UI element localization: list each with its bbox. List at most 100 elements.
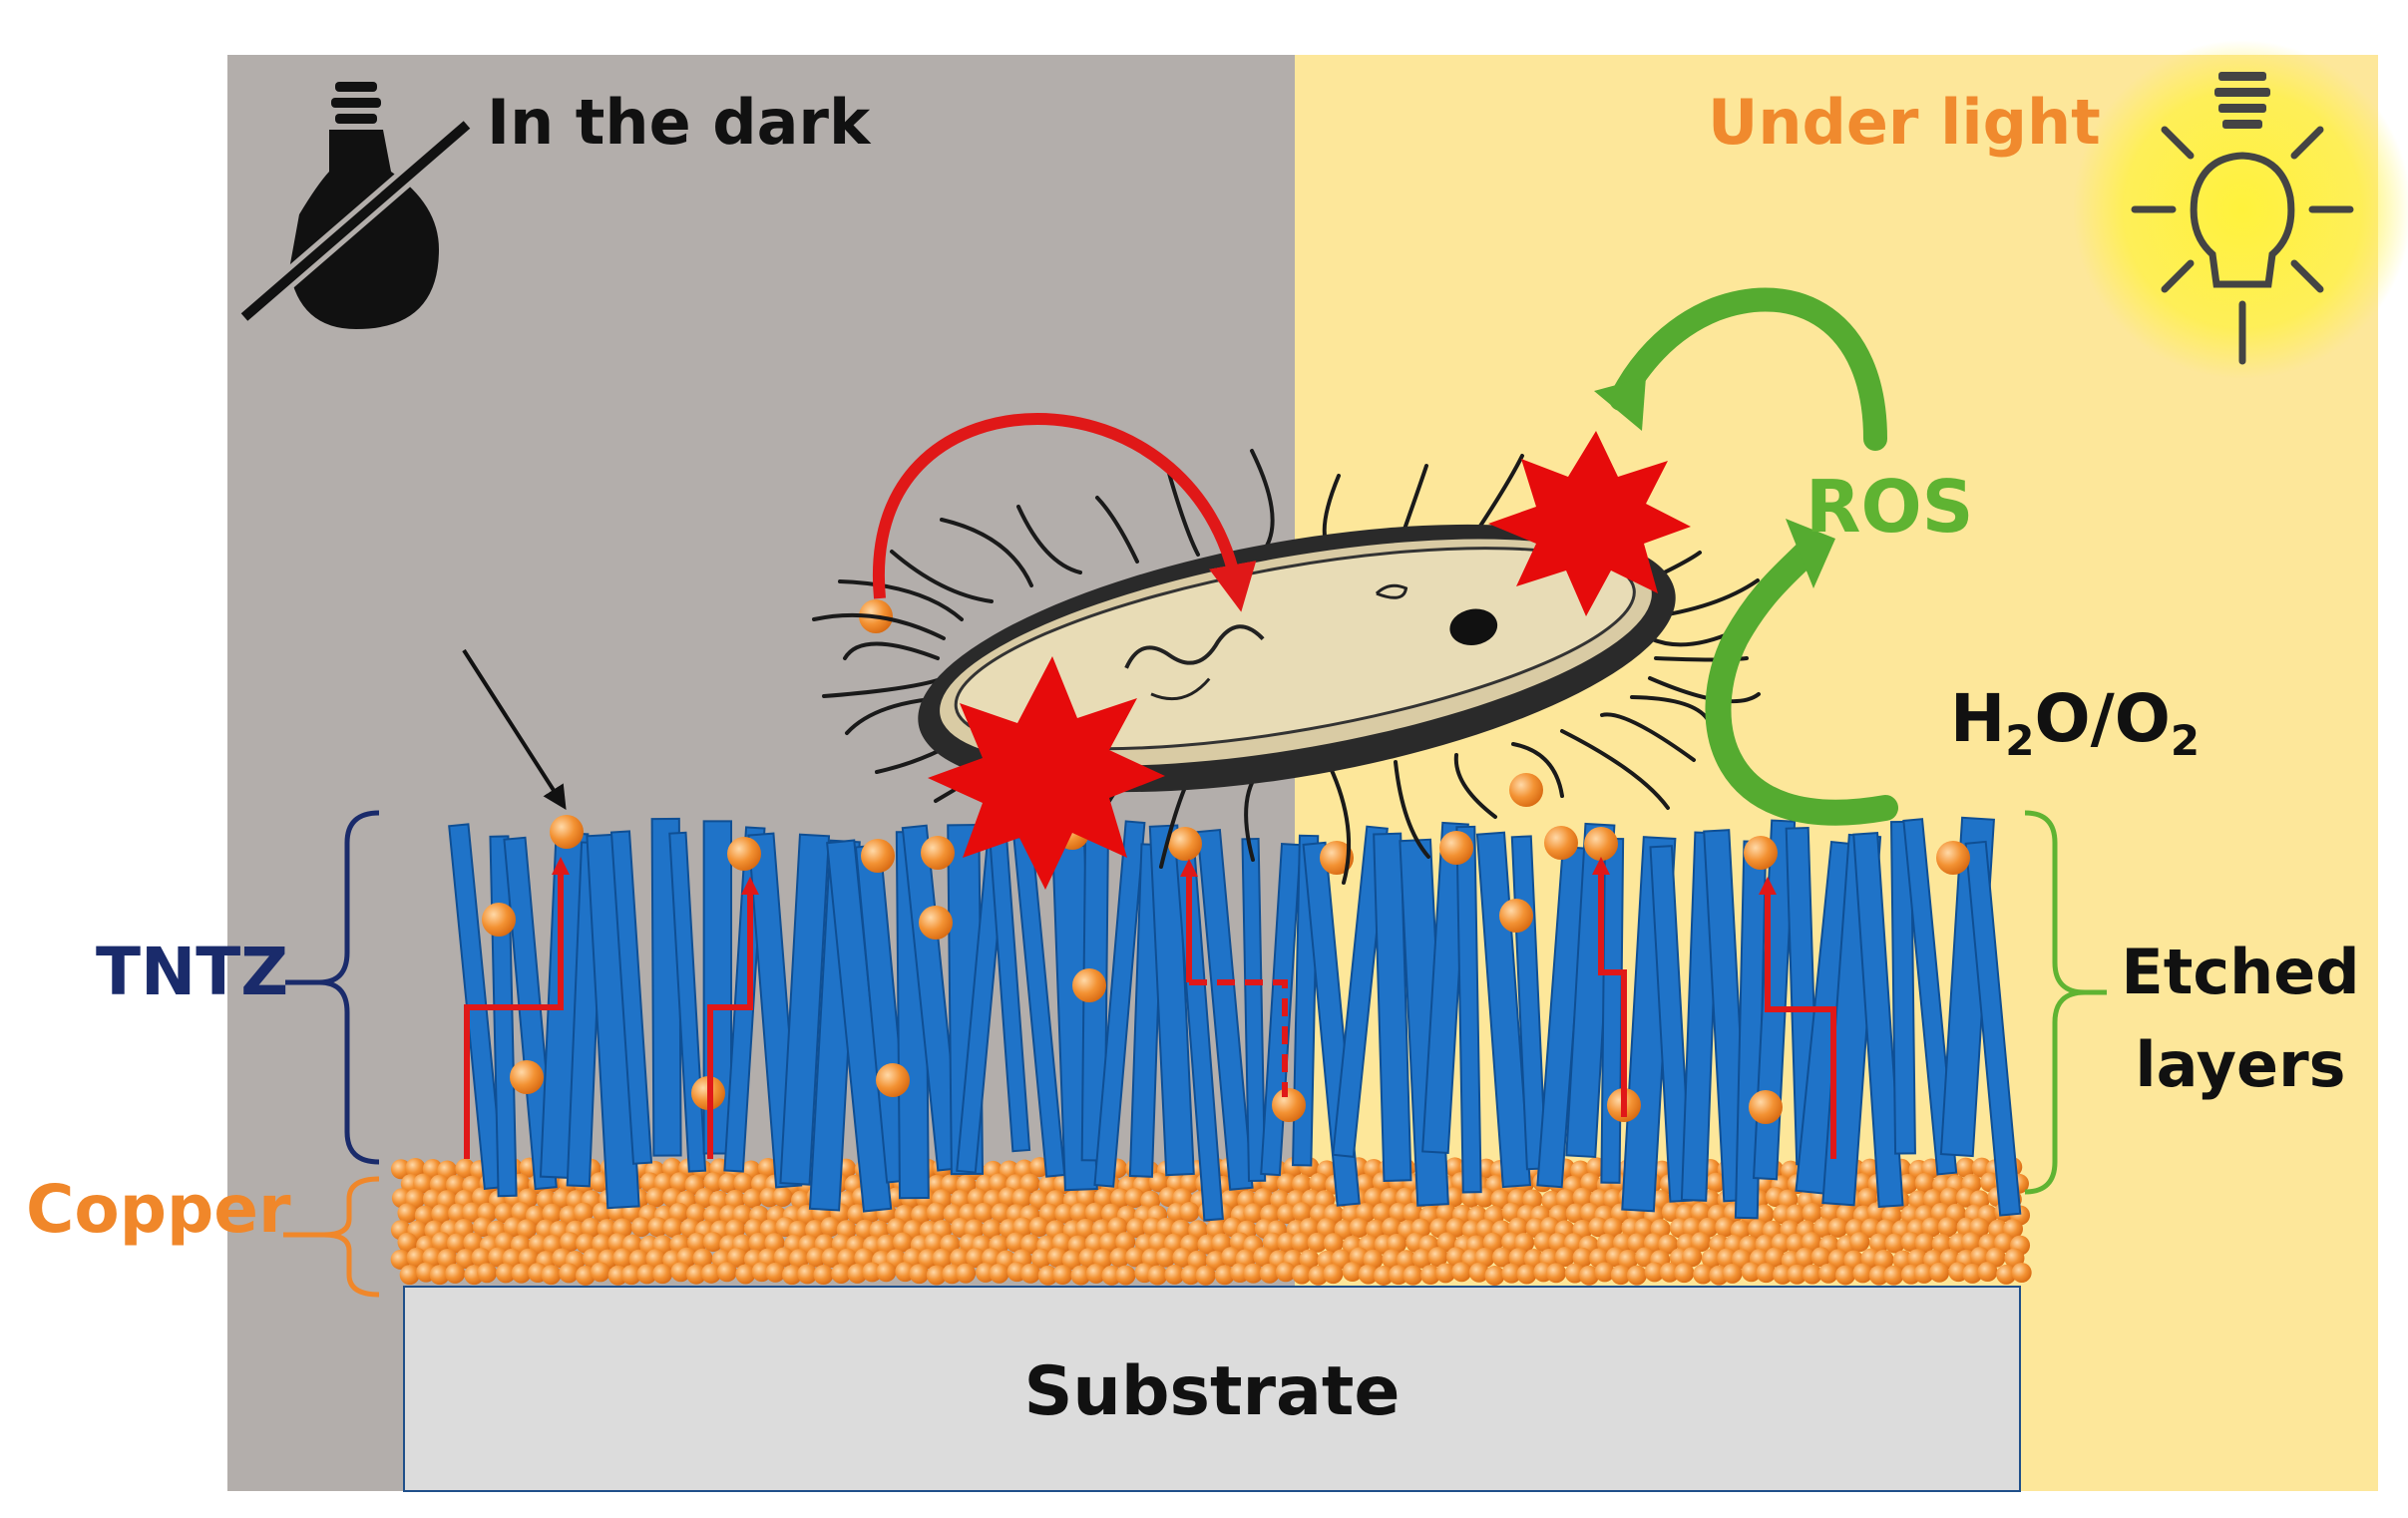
copper-particle [1072,968,1106,1002]
copper-particle [437,1248,458,1269]
copper-particle [989,1263,1009,1284]
copper-particle [1307,1232,1328,1253]
copper-particle [772,1187,793,1208]
copper-particle [950,1248,971,1269]
copper-particle [703,1172,724,1193]
copper-particle [1179,1172,1200,1193]
copper-particle [431,1204,452,1225]
copper-particle [701,1263,722,1284]
copper-particle [893,1232,914,1253]
copper-particle [1817,1263,1838,1284]
copper-particle [1554,1247,1575,1268]
copper-particle [797,1264,818,1285]
copper-particle [541,1265,562,1286]
copper-particle [390,1159,411,1180]
copper-particle [1299,1217,1320,1238]
copper-particle [1501,1202,1522,1223]
nanotube [1148,824,1195,1177]
copper-particle [510,1060,544,1094]
copper-particle [692,1248,713,1269]
copper-particle [1849,1232,1870,1253]
copper-particle [1802,1203,1822,1224]
copper-particle [1533,1232,1554,1253]
copper-particle [560,1232,581,1253]
copper-particle [511,1263,532,1284]
copper-particle [1349,1217,1370,1238]
copper-particle [1323,1264,1344,1285]
copper-particle [1565,1203,1586,1224]
copper-particle [716,1262,737,1283]
label-substrate: Substrate [1023,1352,1401,1431]
copper-particle [517,1219,538,1240]
ros-cycle-arrows [1594,287,1898,826]
copper-particle [847,1263,868,1284]
copper-particle [1395,1187,1415,1208]
copper-particle [559,1263,580,1284]
copper-particle [1810,1247,1831,1268]
copper-particle [528,1234,549,1255]
copper-particle [494,1203,515,1224]
copper-particle [1272,1088,1306,1122]
copper-particle [576,1233,597,1254]
copper-particle [1501,1263,1522,1284]
copper-particle [757,1157,778,1178]
copper-particle [590,1172,610,1193]
copper-particle [1020,1234,1041,1255]
copper-particle [1682,1247,1703,1268]
copper-particle [1802,1232,1822,1253]
copper-particle [1292,1202,1313,1223]
copper-particle [1012,1217,1033,1238]
copper-particle [1172,1247,1193,1268]
copper-particle [1382,1249,1403,1270]
copper-particle [1748,1219,1769,1240]
copper-particle [1156,1217,1177,1238]
copper-particle [1786,1204,1806,1225]
copper-particle [1276,1173,1297,1194]
copper-particle [1706,1172,1727,1193]
copper-particle [1873,1249,1894,1270]
copper-particle [1860,1218,1881,1239]
copper-particle [1323,1233,1344,1254]
copper-attack-arrow [872,412,1257,612]
copper-particle [1580,1172,1601,1193]
copper-particle [1037,1265,1058,1286]
copper-particle [921,836,955,870]
copper-particle [1579,1265,1600,1286]
copper-particle [431,1232,452,1253]
copper-particle [1109,1247,1130,1268]
copper-particle [1795,1247,1815,1268]
copper-particle [686,1232,707,1253]
copper-particle [446,1233,467,1254]
copper-particle [1691,1232,1712,1253]
copper-particle [1744,836,1778,870]
copper-particle [1546,1263,1567,1284]
copper-particle [1061,1250,1082,1271]
copper-particle [462,1202,483,1223]
copper-particle [1715,1217,1736,1238]
copper-particle [1980,1172,2001,1193]
copper-particle [1955,1157,1976,1178]
copper-particle [806,1247,827,1268]
copper-particle [668,1202,689,1223]
copper-particle [2011,1262,2032,1283]
copper-particle [1243,1263,1264,1284]
copper-particle [1516,1264,1537,1285]
burst-icon [1488,431,1691,616]
copper-particle [1411,1248,1432,1269]
copper-particle [1996,1264,2017,1285]
copper-particle [1659,1262,1680,1283]
copper-particle [463,1232,484,1253]
nanotube [1852,831,1904,1209]
copper-particle [455,1158,476,1179]
copper-particle [1005,1232,1026,1253]
copper-particle [597,1219,617,1240]
copper-particle [1355,1202,1376,1223]
copper-particle [482,903,516,937]
copper-particle [1509,773,1543,807]
copper-particle [405,1157,426,1178]
nanotube [1475,831,1532,1189]
copper-particle [1626,1265,1647,1286]
copper-particle [1857,1187,1878,1208]
copper-particle [670,1262,691,1283]
nanotube [1332,825,1389,1158]
